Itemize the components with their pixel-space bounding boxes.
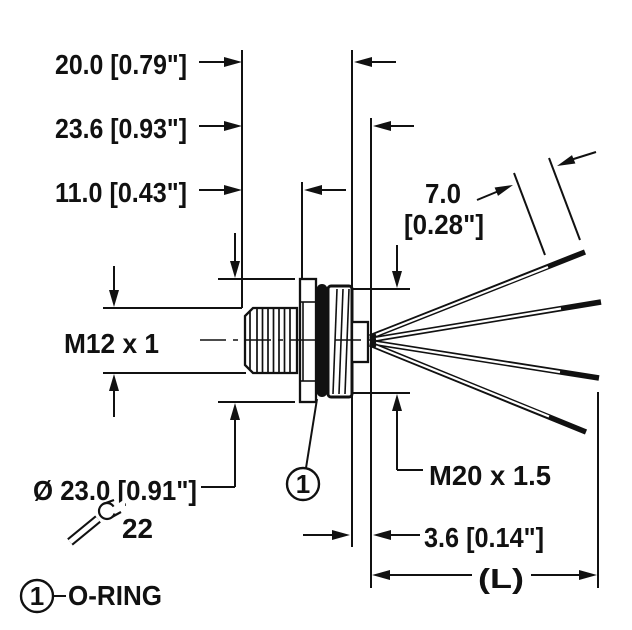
dim-7-label: 7.0 — [425, 178, 461, 209]
balloon-circle — [285, 466, 321, 502]
dim-length-arrows — [372, 570, 597, 580]
strip-tick-2 — [548, 157, 581, 241]
wire-3 — [369, 339, 600, 381]
length-label: (L) — [478, 563, 524, 594]
legend-balloon-number: 1 — [30, 581, 44, 611]
thread-front-label: M12 x 1 — [64, 328, 159, 359]
wrench-icon — [67, 498, 125, 546]
dim-3_6-label: 3.6 [0.14"] — [424, 522, 544, 553]
wire-2 — [369, 299, 602, 343]
balloon-leader — [305, 398, 318, 469]
oring-balloon: 1 — [285, 398, 321, 502]
dim-7-strip — [476, 151, 597, 256]
wire-4 — [368, 341, 588, 435]
legend-item-label: O-RING — [68, 580, 162, 611]
diameter-label: Ø 23.0 [0.91"] — [33, 475, 197, 506]
o-ring — [316, 284, 328, 397]
balloon-number: 1 — [296, 469, 310, 499]
dim-11-label: 11.0 [0.43"] — [55, 177, 187, 208]
dim-20-arrows — [199, 57, 396, 67]
connector — [200, 277, 380, 404]
legend-oring: 1 O-RING — [19, 578, 162, 614]
dim-m12 — [103, 266, 246, 417]
wrench-size-label: 22 — [122, 513, 153, 544]
dim-23_6-label: 23.6 [0.93"] — [55, 113, 187, 144]
wires — [368, 249, 602, 435]
m20-body — [326, 284, 354, 399]
dim-dia23 — [201, 233, 295, 488]
dim-m20 — [352, 245, 423, 471]
strip-tick-1 — [513, 172, 546, 256]
dim-3_6-arrows — [303, 530, 420, 540]
dim-7-inch-label: [0.28"] — [404, 209, 484, 240]
thread-back-label: M20 x 1.5 — [429, 460, 551, 491]
dim-11-arrows — [199, 185, 346, 195]
wire-1 — [368, 249, 587, 340]
dim-23_6-arrows — [199, 121, 414, 131]
wire-exit-boss — [350, 320, 370, 364]
dim-20-label: 20.0 [0.79"] — [55, 49, 187, 80]
